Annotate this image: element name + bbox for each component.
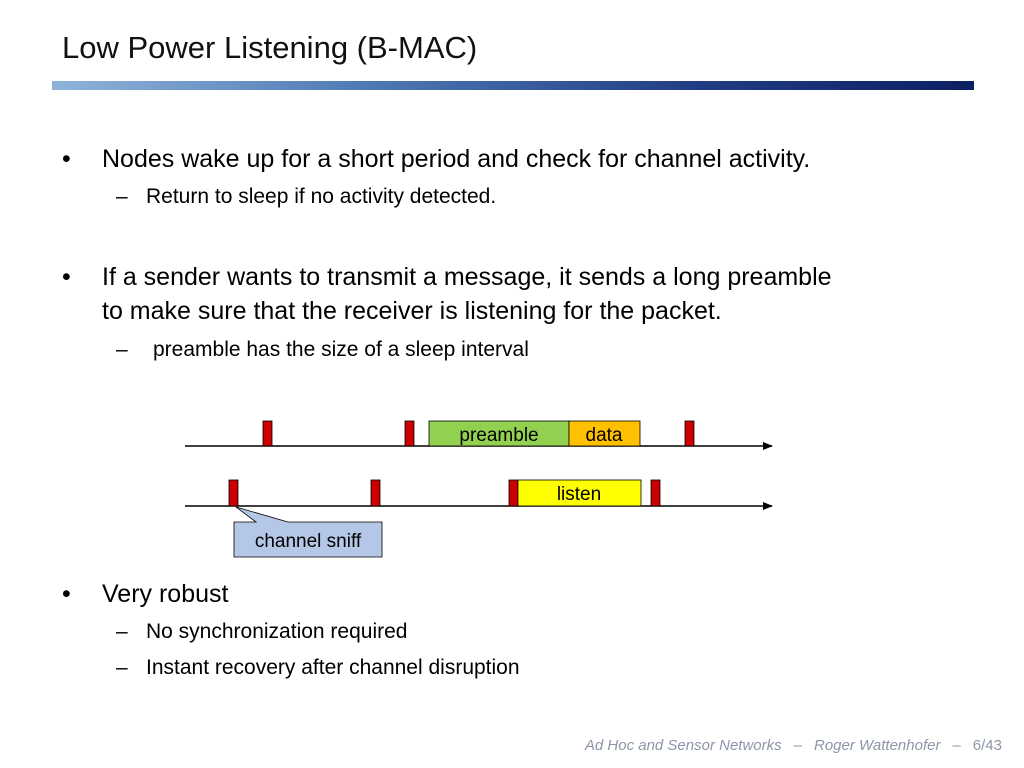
- bullet-text: to make sure that the receiver is listen…: [102, 297, 722, 325]
- title-divider: [52, 81, 974, 90]
- sub-bullet-marker: –: [116, 338, 128, 361]
- footer-separator: –: [793, 737, 802, 754]
- sub-bullet-text: Instant recovery after channel disruptio…: [146, 656, 520, 679]
- slide-title: Low Power Listening (B-MAC): [62, 30, 478, 65]
- slide-footer: Ad Hoc and Sensor Networks–Roger Wattenh…: [585, 737, 1002, 754]
- bullet-text: If a sender wants to transmit a message,…: [102, 263, 832, 291]
- footer-separator: –: [952, 737, 961, 754]
- footer-course: Ad Hoc and Sensor Networks: [584, 737, 782, 754]
- receiver-wakeup-marker: [650, 479, 661, 507]
- receiver-wakeup-marker: [508, 479, 519, 507]
- channel-sniff-label: channel sniff: [255, 531, 362, 552]
- sub-bullet-text: Return to sleep if no activity detected.: [146, 185, 497, 208]
- preamble-label: preamble: [459, 425, 538, 446]
- data-label: data: [586, 425, 623, 446]
- receiver-wakeup-marker: [228, 479, 239, 507]
- sub-bullet-text: preamble has the size of a sleep interva…: [153, 338, 529, 361]
- receiver-wakeup-marker: [370, 479, 381, 507]
- bullet-text: Very robust: [102, 580, 229, 608]
- page-number: 6/43: [972, 737, 1002, 754]
- listen-block: [517, 479, 642, 507]
- channel-sniff-callout: [233, 506, 383, 558]
- bullet-marker: •: [62, 263, 71, 291]
- sub-bullet-marker: –: [116, 185, 128, 208]
- sender-wakeup-marker: [262, 420, 273, 447]
- bullet-marker: •: [62, 145, 71, 173]
- listen-label: listen: [557, 484, 601, 505]
- bullet-text: Nodes wake up for a short period and che…: [102, 145, 811, 173]
- sub-bullet-marker: –: [116, 656, 128, 679]
- data-block: [568, 420, 641, 447]
- bullet-marker: •: [62, 580, 71, 608]
- sender-wakeup-marker: [404, 420, 415, 447]
- sender-wakeup-marker: [684, 420, 695, 447]
- sub-bullet-text: No synchronization required: [146, 620, 408, 643]
- sub-bullet-marker: –: [116, 620, 128, 643]
- footer-author: Roger Wattenhofer: [813, 737, 941, 754]
